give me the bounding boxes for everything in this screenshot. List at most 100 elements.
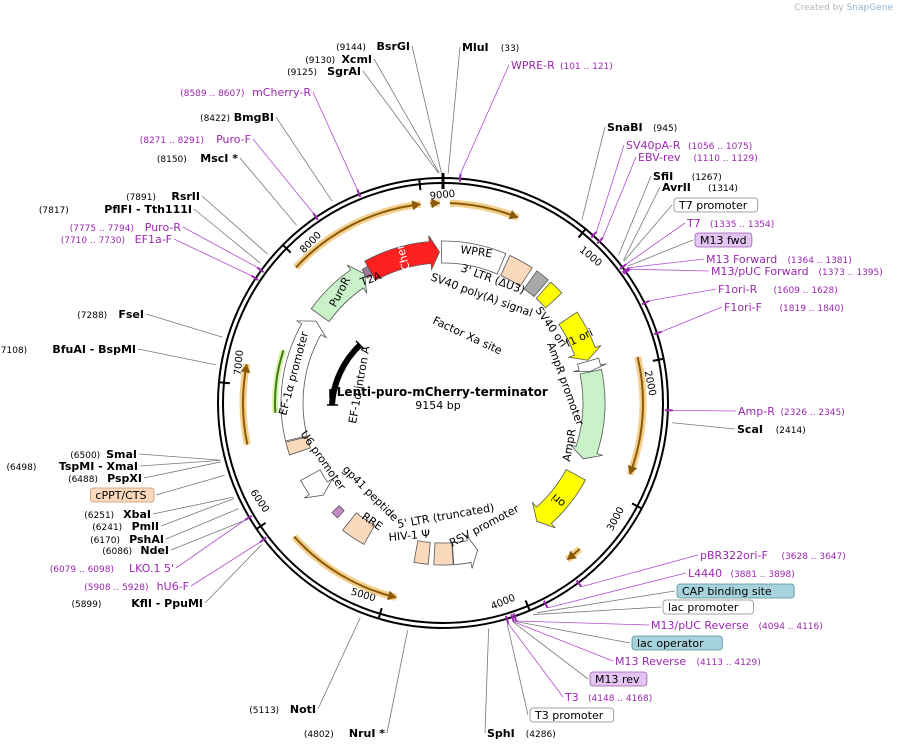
site-puro-r[interactable]: Puro-R(7775 .. 7794) (70, 221, 182, 234)
site-hu6f[interactable]: hU6-F(5908 .. 5928) (84, 580, 189, 593)
site-line-m13rev (512, 621, 589, 680)
site-bmgbi[interactable]: BmgBI(8422) (200, 111, 274, 124)
orf-arrowhead (240, 364, 251, 374)
plasmid-size: 9154 bp (415, 399, 460, 412)
site-line-m13fwd (627, 239, 694, 267)
site-tspmi[interactable]: TspMI - XmaI(6498) (6, 460, 138, 473)
site-xcmi[interactable]: XcmI(9130) (305, 53, 372, 66)
site-snabi[interactable]: SnaBI(945) (607, 121, 677, 134)
site-puro-f[interactable]: Puro-F(8271 .. 8291) (140, 133, 251, 146)
site-cap[interactable]: CAP binding site (676, 583, 795, 599)
site-t7[interactable]: T7(1335 .. 1354) (686, 217, 774, 230)
site-l4440[interactable]: L4440 (3881 .. 3898) (688, 567, 795, 580)
site-noti[interactable]: NotI(5113) (249, 703, 316, 716)
site-m13pucrev[interactable]: M13/pUC Reverse(4094 .. 4116) (651, 619, 823, 632)
site-m13puc[interactable]: M13/pUC Forward(1373 .. 1395) (711, 265, 883, 278)
site-pos-xcmi: (9130) (305, 56, 335, 66)
site-t7prom[interactable]: T7 promoter (673, 197, 759, 213)
site-ef1a-f[interactable]: EF1a-F(7710 .. 7730) (61, 233, 172, 246)
site-sv40pa-r[interactable]: SV40pA-R(1056 .. 1075) (626, 139, 752, 152)
site-line-t3prom (506, 623, 529, 716)
site-smai[interactable]: SmaI(6500) (70, 448, 137, 461)
site-pos-l4440: (3881 .. 3898) (731, 570, 795, 580)
site-sgrai[interactable]: SgrAI(9125) (287, 65, 361, 78)
site-sphi[interactable]: SphI (4286) (487, 727, 556, 740)
site-avrii[interactable]: AvrII(1314) (662, 181, 738, 194)
site-fsei[interactable]: FseI(7288) (77, 308, 144, 321)
site-line-smai (138, 453, 221, 461)
site-name-t3prom: T3 promoter (534, 709, 604, 722)
site-pos-sgrai: (9125) (287, 68, 317, 78)
site-pos-pflfi: (7817) (39, 206, 69, 216)
site-line-snabi (581, 126, 606, 220)
site-lko[interactable]: LKO.1 5'(6079 .. 6098) (50, 562, 174, 575)
site-line-sfii (618, 175, 652, 255)
site-lacprom[interactable]: lac promoter (662, 599, 754, 615)
site-amp-r[interactable]: Amp-R(2326 .. 2345) (738, 405, 845, 418)
site-pos-bmgbi: (8422) (200, 114, 230, 124)
site-mcherry-r[interactable]: mCherry-R(8589 .. 8607) (180, 86, 311, 99)
orf-halo (449, 199, 520, 221)
site-sfii[interactable]: SfiI(1267) (653, 170, 722, 183)
orf-arrow (628, 356, 644, 475)
site-lacop[interactable]: lac operator (631, 635, 723, 651)
primer-mark-t3 (505, 615, 510, 624)
site-pbr322[interactable]: pBR322ori-F (3628 .. 3647) (700, 549, 846, 562)
site-name-avrii: AvrII (662, 181, 691, 194)
primer-mark-ef1a-f (250, 274, 259, 281)
site-name-sphi: SphI (487, 727, 515, 740)
site-line-cppt (155, 474, 225, 496)
site-name-lacprom: lac promoter (668, 601, 739, 614)
site-mlui[interactable]: MluI(33) (462, 41, 519, 54)
site-ebv-rev[interactable]: EBV-rev(1110 .. 1129) (638, 151, 758, 164)
site-bfuai[interactable]: BfuAI - BspMI(7108) (0, 343, 136, 356)
site-f1ori-r[interactable]: F1ori-R(1609 .. 1628) (718, 283, 838, 296)
site-name-m13forward: M13 Forward (706, 253, 777, 266)
site-scai[interactable]: ScaI(2414) (737, 423, 806, 436)
site-f1ori-f[interactable]: F1ori-F(1819 .. 1840) (724, 301, 844, 314)
site-line-sgrai (362, 70, 439, 174)
site-t3prom[interactable]: T3 promoter (529, 707, 615, 723)
site-rsrii[interactable]: RsrII(7891) (126, 190, 200, 203)
site-pmli[interactable]: PmlI (6241) (92, 520, 159, 533)
site-pos-pbr322: (3628 .. 3647) (782, 552, 846, 562)
site-name-lacop: lac operator (637, 637, 704, 650)
site-line-scai (672, 422, 736, 430)
site-name-bfuai: BfuAI - BspMI (52, 343, 136, 356)
orf-arrowhead (567, 550, 577, 560)
site-kfli[interactable]: KflI - PpuMI(5899) (71, 597, 203, 610)
site-t3[interactable]: T3(4148 .. 4168) (564, 691, 652, 704)
site-name-l4440: L4440 (688, 567, 722, 580)
site-m13fwd[interactable]: M13 fwd (694, 232, 753, 248)
primer-mark-m13puc (622, 268, 631, 275)
site-pspxi[interactable]: PspXI(6488) (68, 472, 142, 485)
site-wpre-r[interactable]: WPRE-R(101 .. 121) (511, 59, 613, 72)
site-msci[interactable]: MscI *(8150) (157, 152, 238, 165)
site-name-pmli: PmlI (132, 520, 159, 533)
site-box-cppt (90, 487, 155, 503)
site-ndei[interactable]: NdeI(6086) (102, 544, 169, 557)
site-pos-rsrii: (7891) (126, 193, 156, 203)
site-m13rev[interactable]: M13 rev (589, 671, 648, 687)
site-nrui[interactable]: NruI *(4802) (304, 727, 385, 740)
tick-mark (418, 179, 422, 191)
site-pos-sphi: (4286) (526, 730, 556, 740)
site-xbai[interactable]: XbaI(6251) (84, 508, 151, 521)
site-name-msci: MscI * (200, 152, 238, 165)
site-cppt[interactable]: cPPT/CTS (90, 487, 155, 503)
site-pos-mlui: (33) (501, 44, 519, 54)
site-bsrgi[interactable]: BsrGI(9144) (336, 40, 410, 53)
site-name-cppt: cPPT/CTS (95, 489, 146, 502)
site-line-mlui (447, 46, 461, 174)
label-ampr: AmpR (560, 428, 579, 463)
site-pos-pmli: (6241) (92, 523, 122, 533)
site-pos-amp-r: (2326 .. 2345) (781, 408, 845, 418)
site-m13reverse[interactable]: M13 Reverse(4113 .. 4129) (615, 655, 761, 668)
site-m13forward[interactable]: M13 Forward(1364 .. 1381) (706, 253, 852, 266)
site-name-xbai: XbaI (123, 508, 151, 521)
site-pflfi[interactable]: PflFI - Tth111I(7817) (39, 203, 192, 216)
site-name-pbr322: pBR322ori-F (700, 549, 768, 562)
site-pos-m13reverse: (4113 .. 4129) (697, 658, 761, 668)
site-name-f1ori-f: F1ori-F (724, 301, 762, 314)
site-pshai[interactable]: PshAI(6170) (90, 533, 164, 546)
